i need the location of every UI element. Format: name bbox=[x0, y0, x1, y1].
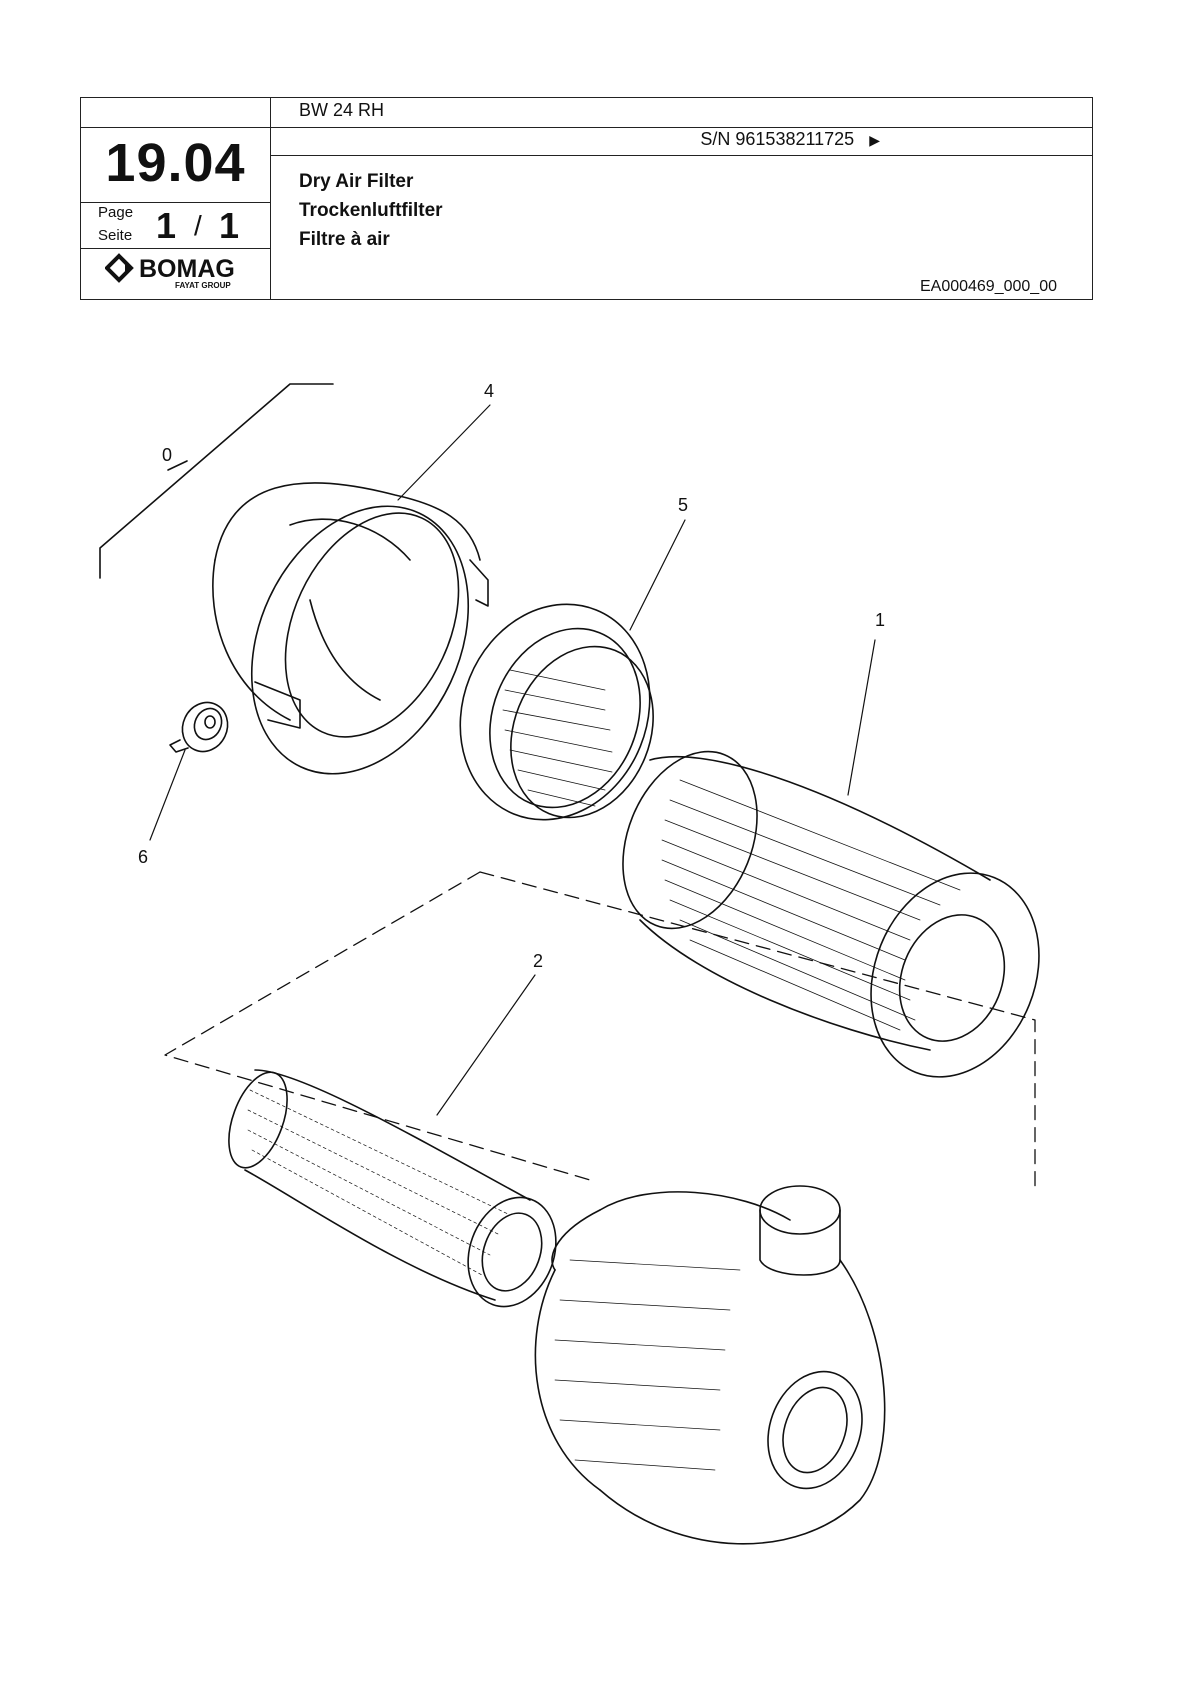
callout-6: 6 bbox=[138, 847, 148, 867]
callout-0: 0 bbox=[162, 445, 172, 465]
rule bbox=[270, 155, 1092, 156]
leader-lines bbox=[149, 404, 876, 1116]
group-bracket-0 bbox=[99, 383, 334, 579]
section-number: 19.04 bbox=[105, 133, 246, 193]
svg-text:BOMAG: BOMAG bbox=[139, 255, 235, 283]
part-cover bbox=[212, 482, 489, 775]
seite-label: Seite bbox=[98, 227, 133, 244]
document-id: EA000469_000_00 bbox=[919, 278, 1057, 295]
serial-number: S/N 961538211725 ▶ bbox=[700, 129, 880, 150]
assembly-guide-lines bbox=[164, 871, 1036, 1191]
title-en: Dry Air Filter bbox=[299, 171, 414, 192]
title-block: BW 24 RH S/N 961538211725 ▶ 19.04 Page S… bbox=[80, 97, 1093, 300]
arrow-right-icon: ▶ bbox=[869, 132, 880, 148]
model-name: BW 24 RH bbox=[299, 100, 385, 120]
page-total: 1 bbox=[219, 205, 240, 246]
title-fr: Filtre à air bbox=[299, 229, 390, 250]
title-de: Trockenluftfilter bbox=[299, 200, 443, 221]
svg-text:FAYAT GROUP: FAYAT GROUP bbox=[175, 281, 231, 290]
rule bbox=[81, 248, 270, 249]
callout-5: 5 bbox=[678, 495, 688, 515]
page-separator: / bbox=[194, 210, 202, 241]
part-safety-cartridge bbox=[228, 1069, 557, 1308]
serial-text: S/N 961538211725 bbox=[700, 129, 855, 149]
bomag-diamond-icon bbox=[105, 253, 134, 283]
page-current: 1 bbox=[156, 205, 177, 246]
callout-4: 4 bbox=[484, 381, 494, 401]
bomag-logo: BOMAG FAYAT GROUP bbox=[105, 253, 235, 290]
part-housing bbox=[534, 1185, 886, 1545]
part-main-filter bbox=[622, 750, 1040, 1078]
callout-1: 1 bbox=[875, 610, 885, 630]
page-label: Page bbox=[98, 204, 134, 221]
part-ring-filter bbox=[459, 603, 654, 821]
rule bbox=[81, 202, 270, 203]
part-valve bbox=[169, 701, 229, 753]
callout-2: 2 bbox=[533, 951, 543, 971]
rule bbox=[81, 127, 1092, 128]
title-block-divider bbox=[270, 98, 271, 299]
